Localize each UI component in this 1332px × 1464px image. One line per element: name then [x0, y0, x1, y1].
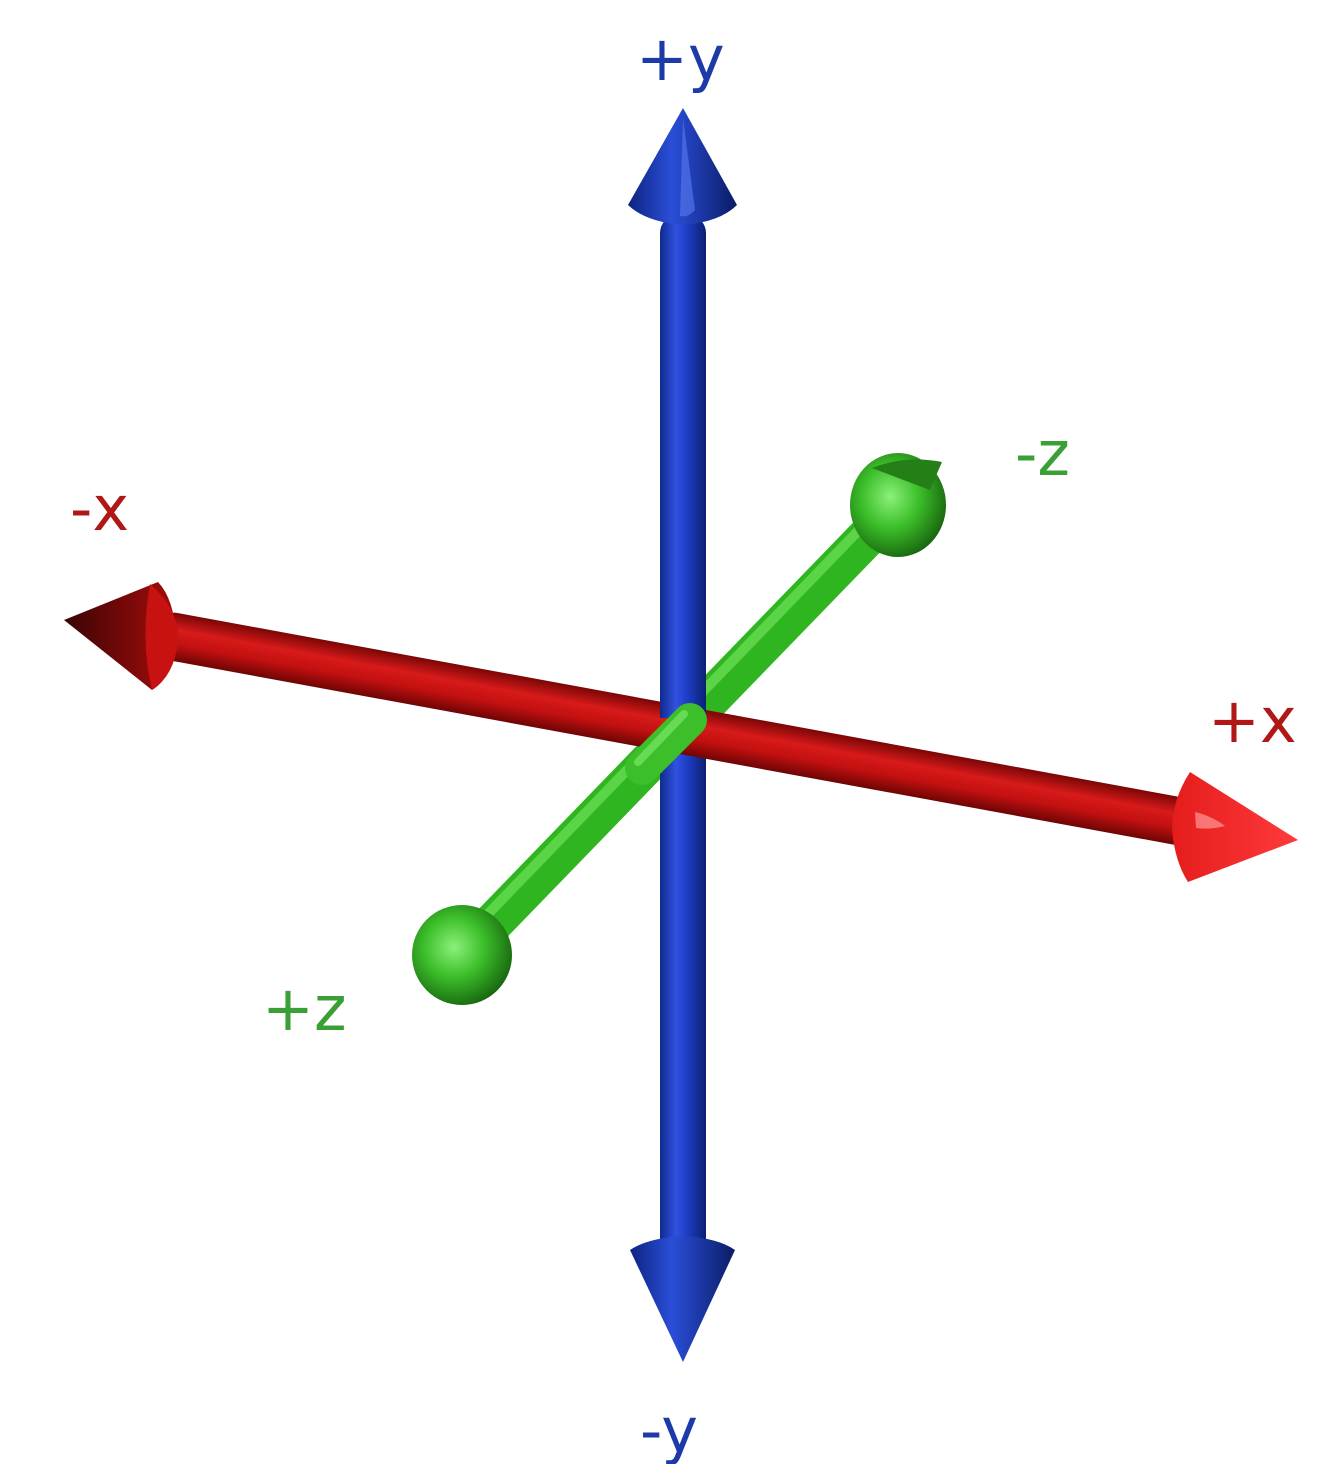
- z-axis-front-segment: [625, 703, 707, 785]
- z-axis-negative-tip: [872, 459, 942, 490]
- label-negative-y: -y: [640, 1394, 698, 1464]
- x-axis-positive-arrowhead-highlight: [1195, 812, 1225, 829]
- y-axis-negative-arrowhead: [630, 1236, 735, 1362]
- label-positive-z: +z: [262, 972, 347, 1045]
- z-axis-positive-sphere: [412, 905, 512, 1005]
- label-positive-y: +y: [636, 22, 725, 95]
- label-negative-z: -z: [1015, 417, 1070, 490]
- x-axis-negative-arrowhead-rim: [145, 584, 179, 690]
- y-axis-positive-arrowhead-highlight: [680, 118, 695, 217]
- x-axis-positive-arrowhead: [1172, 772, 1298, 882]
- label-negative-x: -x: [70, 472, 129, 545]
- z-axis-front-segment-highlight: [634, 710, 688, 766]
- label-positive-x: +x: [1208, 684, 1297, 757]
